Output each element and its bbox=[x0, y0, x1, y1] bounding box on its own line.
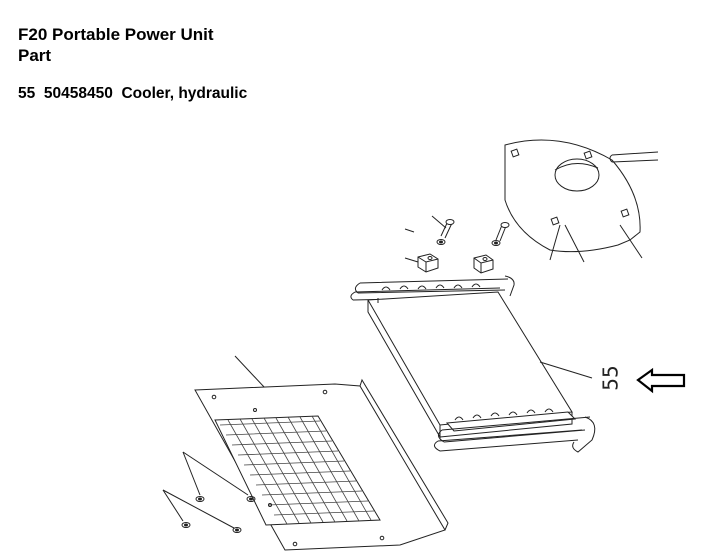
callout-leader-line bbox=[539, 361, 593, 379]
mounting-bolts bbox=[431, 215, 510, 246]
callout-label: 55 bbox=[598, 365, 623, 391]
perforated-guard bbox=[194, 355, 449, 551]
part-info-line: 55 50458450 Cooler, hydraulic bbox=[18, 85, 247, 103]
guard-screws bbox=[162, 451, 256, 533]
document-subtitle: Part bbox=[18, 46, 52, 65]
document-header: F20 Portable Power Unit Part bbox=[18, 24, 214, 66]
bracket-blocks bbox=[404, 228, 494, 274]
part-item-number: 55 bbox=[18, 85, 36, 102]
arrow-left-outline-icon bbox=[636, 367, 686, 394]
fan-shroud-plate bbox=[504, 139, 659, 263]
part-number: 50458450 bbox=[43, 85, 113, 102]
document-title: F20 Portable Power Unit bbox=[18, 25, 214, 44]
hydraulic-cooler bbox=[350, 275, 596, 453]
part-description: Cooler, hydraulic bbox=[121, 85, 248, 102]
